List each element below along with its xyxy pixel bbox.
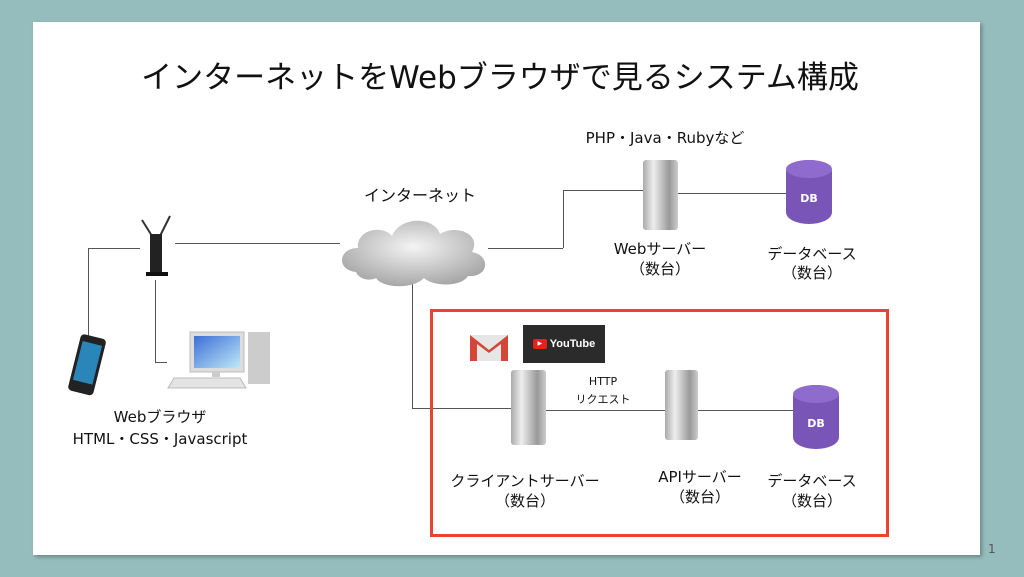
connector bbox=[175, 243, 340, 244]
connector bbox=[563, 190, 564, 248]
slide-title: インターネットをWebブラウザで見るシステム構成 bbox=[141, 60, 859, 96]
browser-tech-label: HTML・CSS・Javascript bbox=[72, 430, 248, 448]
request-label: リクエスト bbox=[575, 393, 631, 406]
database2-count: （数台） bbox=[781, 492, 842, 510]
database-icon: DB bbox=[793, 385, 839, 449]
connector bbox=[678, 193, 788, 194]
play-icon: ▶ bbox=[532, 339, 547, 349]
client-server-label: クライアントサーバー bbox=[450, 472, 600, 490]
page-number: 1 bbox=[988, 542, 996, 556]
router-icon bbox=[141, 215, 171, 276]
api-server-label: APIサーバー bbox=[658, 468, 742, 486]
web-server-label: Webサーバー bbox=[613, 240, 707, 258]
highlight-box bbox=[430, 309, 889, 537]
database-count: （数台） bbox=[781, 264, 842, 282]
db-icon-label: DB bbox=[800, 191, 818, 205]
connector bbox=[412, 282, 413, 408]
client-server-count: （数台） bbox=[494, 492, 555, 510]
youtube-text: YouTube bbox=[549, 338, 596, 350]
desktop-pc-icon bbox=[167, 331, 270, 389]
internet-label: インターネット bbox=[363, 186, 476, 205]
connector bbox=[563, 190, 643, 191]
web-server-count: （数台） bbox=[629, 260, 690, 278]
cloud-icon bbox=[341, 220, 486, 287]
gmail-icon bbox=[470, 335, 508, 361]
connector bbox=[155, 362, 167, 363]
connector bbox=[88, 248, 89, 336]
connector bbox=[88, 248, 140, 249]
database2-label: データベース bbox=[767, 472, 857, 490]
backend-languages-label: PHP・Java・Rubyなど bbox=[585, 129, 745, 147]
youtube-logo: ▶ YouTube bbox=[523, 325, 605, 363]
database-icon: DB bbox=[786, 160, 832, 224]
web-server-icon bbox=[643, 160, 678, 230]
browser-label: Webブラウザ bbox=[113, 408, 207, 426]
slide bbox=[33, 22, 980, 555]
connector bbox=[545, 410, 667, 411]
api-server-icon bbox=[665, 370, 698, 440]
smartphone-icon bbox=[68, 334, 106, 396]
connector bbox=[697, 410, 795, 411]
http-label: HTTP bbox=[588, 375, 618, 388]
connector bbox=[412, 408, 512, 409]
client-server-icon bbox=[511, 370, 546, 445]
api-server-count: （数台） bbox=[669, 488, 730, 506]
connector bbox=[488, 248, 563, 249]
db-icon-label: DB bbox=[807, 416, 825, 430]
database-label: データベース bbox=[767, 245, 857, 263]
connector bbox=[155, 280, 156, 362]
